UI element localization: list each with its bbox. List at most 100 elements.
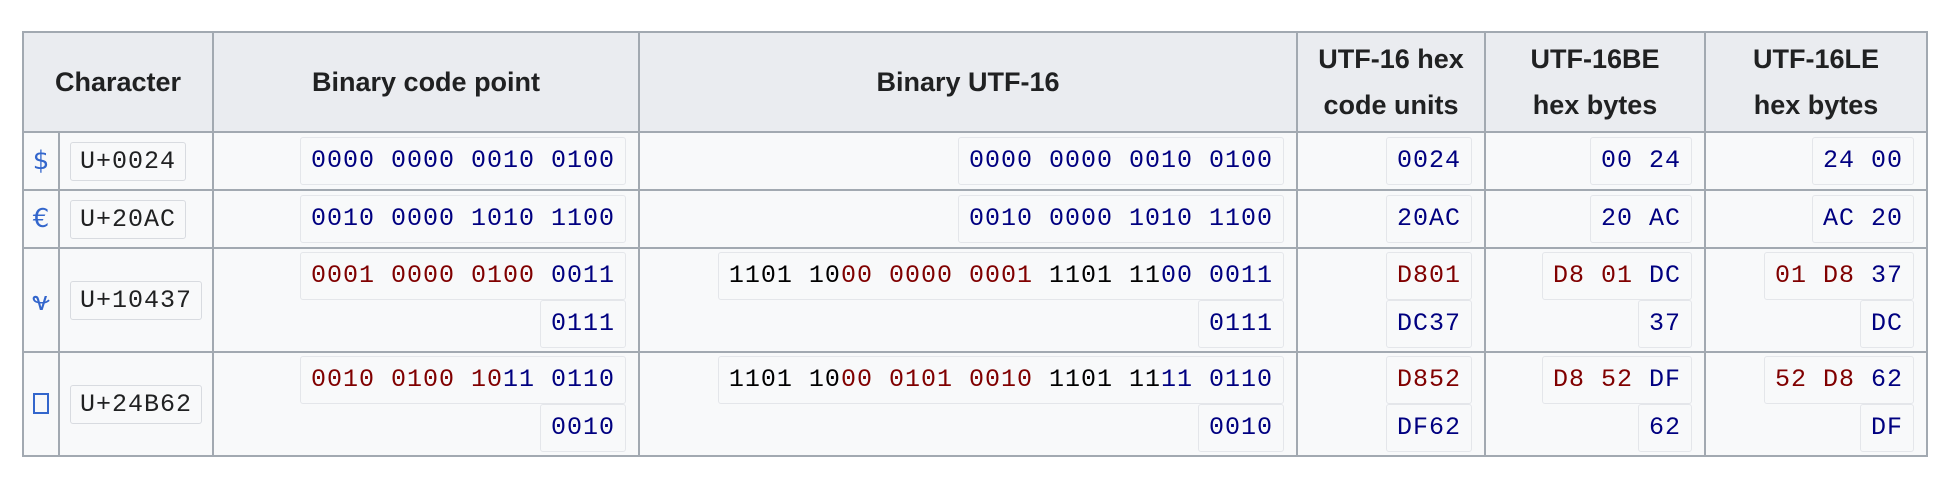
utf16-hex-high: D852 bbox=[1386, 356, 1473, 404]
table-row: $ U+0024 0000 0000 0010 0100 0000 0000 0… bbox=[22, 131, 1929, 191]
utf16le-line2: DC bbox=[1860, 300, 1915, 348]
header-be-line1: UTF-16BE bbox=[1530, 44, 1660, 74]
character-glyph: 𐐷 bbox=[22, 247, 60, 353]
table-row: 𐐷 U+10437 0001 0000 0100 0011 0111 1101 … bbox=[22, 247, 1929, 353]
bits-blue: 00 0011 bbox=[1161, 261, 1274, 290]
binary-code-point-cell: 0000 0000 0010 0100 bbox=[212, 131, 641, 191]
header-le-line2: hex bytes bbox=[1753, 90, 1879, 120]
utf16le-value: AC 20 bbox=[1812, 195, 1915, 243]
character-glyph bbox=[22, 351, 60, 457]
table-row: U+24B62 0010 0100 1011 0110 0010 1101 10… bbox=[22, 351, 1929, 457]
utf16be-value: 00 24 bbox=[1590, 137, 1693, 185]
utf16le-line1: 01 D8 37 bbox=[1764, 252, 1915, 300]
header-utf16be-hex-bytes: UTF-16BE hex bytes bbox=[1484, 31, 1707, 133]
utf16be-cell: D8 52 DF 62 bbox=[1484, 351, 1707, 457]
utf16be-cell: 00 24 bbox=[1484, 131, 1707, 191]
table-wrapper: Character Binary code point Binary UTF-1… bbox=[21, 31, 1929, 457]
codepoint-cell: U+20AC bbox=[57, 189, 215, 249]
codepoint-label: U+24B62 bbox=[70, 384, 203, 424]
utf16-hex-cell: 0024 bbox=[1296, 131, 1487, 191]
binary-utf16-cell: 1101 1000 0000 0001 1101 1100 0011 0111 bbox=[638, 247, 1299, 353]
bytes-blue: 62 bbox=[1855, 365, 1904, 394]
bits-red: 00 0000 0001 bbox=[840, 261, 1033, 290]
utf16le-cell: 01 D8 37 DC bbox=[1704, 247, 1929, 353]
utf16-hex-cell: 20AC bbox=[1296, 189, 1487, 249]
utf16be-cell: 20 AC bbox=[1484, 189, 1707, 249]
character-link-euro[interactable]: € bbox=[32, 204, 50, 234]
utf16be-line1: D8 52 DF bbox=[1542, 356, 1693, 404]
codepoint-label: U+0024 bbox=[70, 141, 187, 181]
header-row: Character Binary code point Binary UTF-1… bbox=[21, 31, 1929, 133]
utf16be-line1: D8 01 DC bbox=[1542, 252, 1693, 300]
character-link-dollar[interactable]: $ bbox=[32, 146, 50, 176]
binary-utf16-cell: 1101 1000 0101 0010 1101 1111 0110 0010 bbox=[638, 351, 1299, 457]
bytes-red: D8 01 bbox=[1553, 261, 1634, 290]
binary-code-point-line1: 0010 0100 1011 0110 bbox=[299, 356, 627, 404]
utf16-hex-value: 20AC bbox=[1386, 195, 1473, 243]
header-utf16le-hex-bytes: UTF-16LE hex bytes bbox=[1704, 31, 1929, 133]
bits-black: 1101 11 bbox=[1032, 261, 1161, 290]
binary-utf16-line1: 1101 1000 0101 0010 1101 1111 0110 bbox=[717, 356, 1285, 404]
character-link-missing-glyph[interactable] bbox=[33, 389, 49, 419]
binary-code-point-value: 0010 0000 1010 1100 bbox=[299, 195, 627, 243]
utf16be-line2: 37 bbox=[1638, 300, 1693, 348]
codepoint-cell: U+10437 bbox=[57, 247, 215, 353]
bytes-blue: 37 bbox=[1855, 261, 1904, 290]
header-utf16-hex-line2: code units bbox=[1323, 90, 1459, 120]
utf16le-line1: 52 D8 62 bbox=[1764, 356, 1915, 404]
binary-utf16-cell: 0000 0000 0010 0100 bbox=[638, 131, 1299, 191]
binary-code-point-line1: 0001 0000 0100 0011 bbox=[299, 252, 627, 300]
utf16-hex-value: 0024 bbox=[1386, 137, 1473, 185]
binary-utf16-cell: 0010 0000 1010 1100 bbox=[638, 189, 1299, 249]
bytes-blue: DC bbox=[1633, 261, 1682, 290]
bits-blue: 11 0110 bbox=[1161, 365, 1274, 394]
bytes-red: 52 D8 bbox=[1775, 365, 1856, 394]
bits-red: 0001 0000 0100 bbox=[310, 261, 536, 290]
binary-code-point-line2: 0010 bbox=[540, 404, 627, 452]
utf16le-value: 24 00 bbox=[1812, 137, 1915, 185]
bits-black: 1101 10 bbox=[728, 365, 841, 394]
bits-blue: 0011 bbox=[535, 261, 616, 290]
utf16be-line2: 62 bbox=[1638, 404, 1693, 452]
utf16-hex-high: D801 bbox=[1386, 252, 1473, 300]
binary-code-point-cell: 0001 0000 0100 0011 0111 bbox=[212, 247, 641, 353]
utf16le-cell: AC 20 bbox=[1704, 189, 1929, 249]
bytes-blue: DF bbox=[1633, 365, 1682, 394]
codepoint-cell: U+0024 bbox=[57, 131, 215, 191]
header-character: Character bbox=[21, 31, 215, 133]
binary-code-point-cell: 0010 0100 1011 0110 0010 bbox=[212, 351, 641, 457]
utf16-hex-low: DF62 bbox=[1386, 404, 1473, 452]
binary-utf16-line1: 1101 1000 0000 0001 1101 1100 0011 bbox=[717, 252, 1285, 300]
binary-code-point-value: 0000 0000 0010 0100 bbox=[299, 137, 627, 185]
utf16-hex-low: DC37 bbox=[1386, 300, 1473, 348]
table-row: € U+20AC 0010 0000 1010 1100 0010 0000 1… bbox=[22, 189, 1929, 249]
header-le-line1: UTF-16LE bbox=[1753, 44, 1880, 74]
codepoint-cell: U+24B62 bbox=[57, 351, 215, 457]
header-utf16-hex-line1: UTF-16 hex bbox=[1318, 44, 1464, 74]
binary-code-point-cell: 0010 0000 1010 1100 bbox=[212, 189, 641, 249]
utf16le-cell: 24 00 bbox=[1704, 131, 1929, 191]
header-be-line2: hex bytes bbox=[1532, 90, 1658, 120]
binary-utf16-value: 0010 0000 1010 1100 bbox=[957, 195, 1285, 243]
bits-red: 0010 0100 10 bbox=[310, 365, 503, 394]
character-glyph: $ bbox=[22, 131, 60, 191]
bits-black: 1101 11 bbox=[1032, 365, 1161, 394]
character-link-deseret[interactable]: 𐐷 bbox=[31, 287, 51, 317]
binary-utf16-line2: 0010 bbox=[1198, 404, 1285, 452]
bytes-red: 01 D8 bbox=[1775, 261, 1856, 290]
header-binary-utf16: Binary UTF-16 bbox=[638, 31, 1299, 133]
binary-utf16-line2: 0111 bbox=[1198, 300, 1285, 348]
bits-red: 00 0101 0010 bbox=[840, 365, 1033, 394]
utf16be-cell: D8 01 DC 37 bbox=[1484, 247, 1707, 353]
binary-utf16-value: 0000 0000 0010 0100 bbox=[957, 137, 1285, 185]
utf16-hex-cell: D852 DF62 bbox=[1296, 351, 1487, 457]
codepoint-label: U+20AC bbox=[70, 199, 187, 239]
utf16-examples-table: Character Binary code point Binary UTF-1… bbox=[21, 31, 1929, 457]
bytes-red: D8 52 bbox=[1553, 365, 1634, 394]
missing-glyph-box-icon bbox=[33, 393, 49, 414]
bits-blue: 11 0110 bbox=[503, 365, 616, 394]
bits-black: 1101 10 bbox=[728, 261, 841, 290]
utf16-hex-cell: D801 DC37 bbox=[1296, 247, 1487, 353]
header-utf16-hex-code-units: UTF-16 hex code units bbox=[1296, 31, 1487, 133]
utf16le-line2: DF bbox=[1860, 404, 1915, 452]
